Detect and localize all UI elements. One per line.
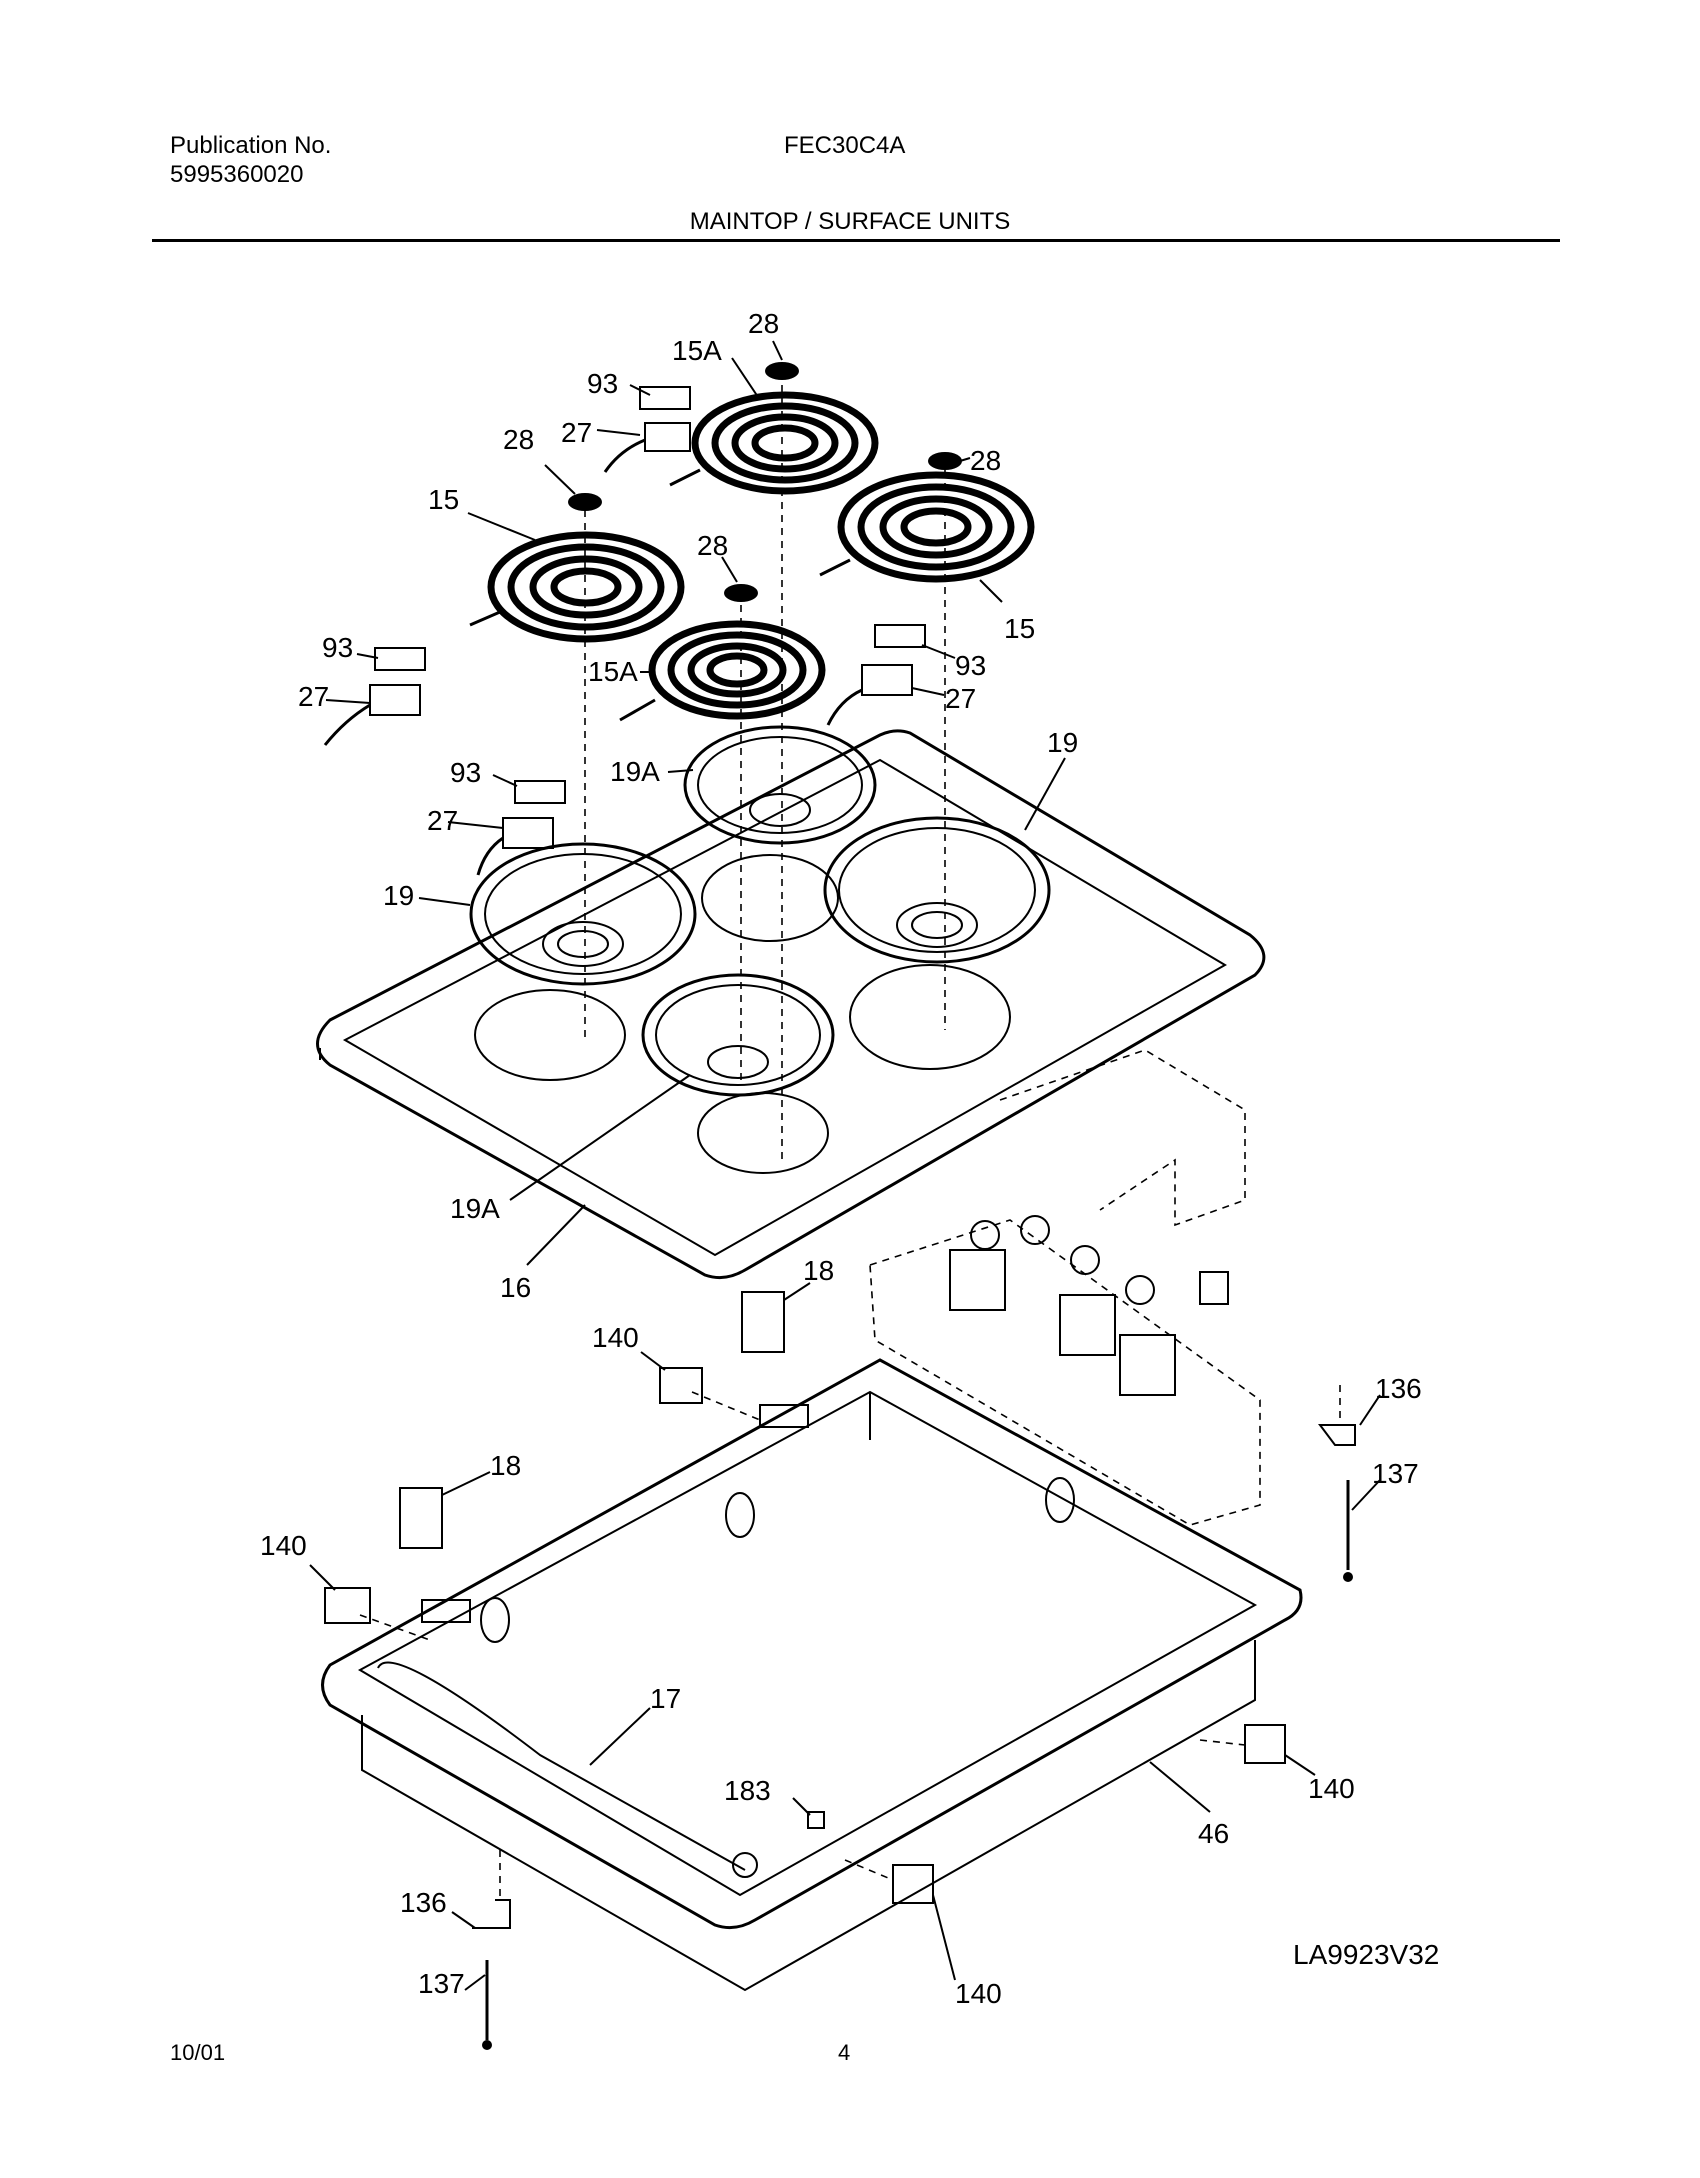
callout-18-top: 18 (803, 1255, 834, 1286)
trim-cap-28-mid (724, 584, 758, 602)
callout-19A-top: 19A (610, 756, 660, 787)
cooktop-frame (321, 1358, 1303, 1992)
receptacle-top (603, 386, 691, 473)
callout-15A-top: 15A (672, 335, 722, 366)
hinge-18-top (741, 1291, 785, 1353)
model-number: FEC30C4A (784, 132, 906, 159)
callout-46: 46 (1198, 1818, 1229, 1849)
callout-140-top: 140 (592, 1322, 639, 1353)
callout-140-bottom: 140 (955, 1978, 1002, 2009)
screw-183 (807, 1811, 825, 1829)
callout-19-left: 19 (383, 880, 414, 911)
callout-28-top: 28 (748, 308, 779, 339)
section-title: MAINTOP / SURFACE UNITS (689, 208, 1011, 235)
publication-label: Publication No. (170, 132, 332, 159)
footer-page-number: 4 (838, 2040, 851, 2065)
bumper-140-right (1244, 1724, 1286, 1764)
trim-cap-28-left (568, 493, 602, 511)
callout-140-left: 140 (260, 1530, 307, 1561)
callout-27-left: 27 (298, 681, 329, 712)
trim-cap-28-top (765, 362, 799, 380)
bumper-140-bottom (892, 1864, 934, 1904)
trim-cap-28-right (928, 452, 962, 470)
callout-15A-mid: 15A (588, 656, 638, 687)
bracket-136-right (1318, 1424, 1356, 1446)
bumper-140-left (324, 1587, 371, 1624)
callout-28-right: 28 (970, 445, 1001, 476)
callout-93-right: 93 (955, 650, 986, 681)
callout-140-right: 140 (1308, 1773, 1355, 1804)
drip-bowl-19-right (823, 816, 1051, 964)
callout-18-left: 18 (490, 1450, 521, 1481)
surface-element-15-left (469, 531, 685, 643)
diagram-id: LA9923V32 (1293, 1939, 1440, 1970)
leader-lines (309, 340, 1381, 1991)
callout-93-top: 93 (587, 368, 618, 399)
callout-19-right: 19 (1047, 727, 1078, 758)
callout-15-left: 15 (428, 484, 459, 515)
drip-bowl-19A-low (641, 973, 835, 1097)
publication-number: 5995360020 (170, 161, 304, 188)
surface-element-15-right (819, 471, 1035, 583)
callout-27-low: 27 (427, 805, 458, 836)
callout-17: 17 (650, 1683, 681, 1714)
callout-16: 16 (500, 1272, 531, 1303)
receptacle-left (323, 647, 426, 746)
callout-27-right: 27 (945, 683, 976, 714)
callout-93-left: 93 (322, 632, 353, 663)
callout-183: 183 (724, 1775, 771, 1806)
control-housing (869, 1049, 1261, 1526)
bumper-140-top (659, 1367, 703, 1404)
surface-element-15A-top (669, 391, 879, 495)
callout-27-top: 27 (561, 417, 592, 448)
receptacle-right (826, 624, 926, 726)
callout-15-right: 15 (1004, 613, 1035, 644)
callout-136-right: 136 (1375, 1373, 1422, 1404)
callout-93-low: 93 (450, 757, 481, 788)
hinge-18-left (399, 1487, 443, 1549)
drip-bowl-19A-top (683, 725, 877, 845)
callout-19A-low: 19A (450, 1193, 500, 1224)
callout-28-left: 28 (503, 424, 534, 455)
callout-28-mid: 28 (697, 530, 728, 561)
surface-element-15A-mid (619, 620, 826, 722)
callout-137-right: 137 (1372, 1458, 1419, 1489)
callout-137-left: 137 (418, 1968, 465, 1999)
receptacle-low (476, 780, 566, 876)
header-rule (152, 239, 1560, 242)
bracket-136-left (472, 1899, 511, 1929)
drip-bowl-19-left (469, 842, 697, 986)
callout-136-left: 136 (400, 1887, 447, 1918)
footer-date: 10/01 (170, 2040, 226, 2065)
